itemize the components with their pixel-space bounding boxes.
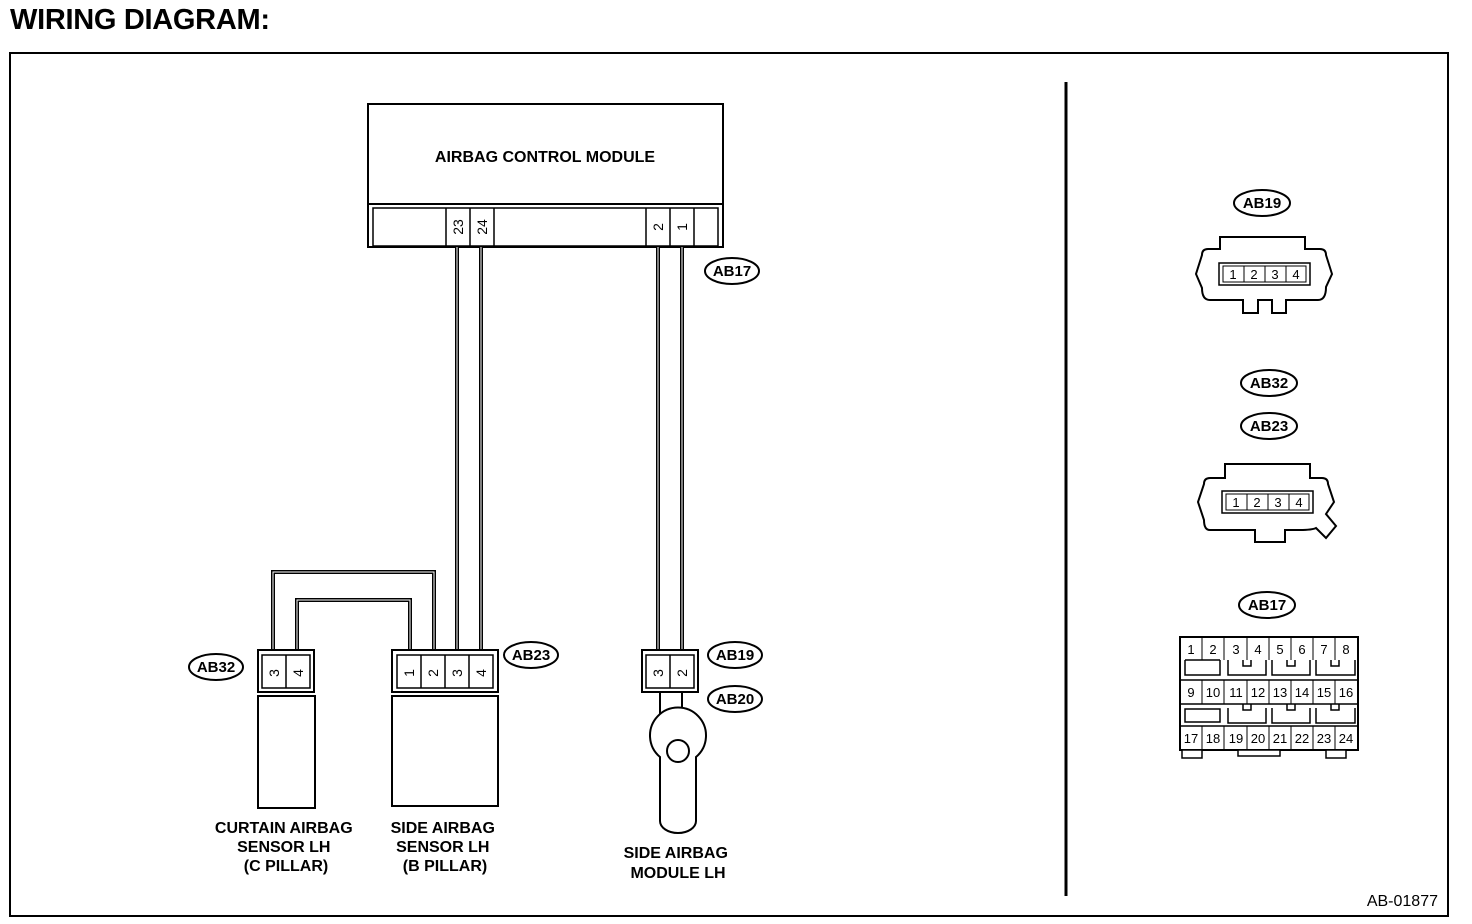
svg-text:AB23: AB23 — [512, 647, 550, 664]
svg-text:1: 1 — [1229, 267, 1236, 282]
svg-text:4: 4 — [1254, 642, 1261, 657]
svg-text:19: 19 — [1229, 731, 1243, 746]
side-sensor-pin-3: 3 — [449, 669, 465, 677]
svg-text:7: 7 — [1320, 642, 1327, 657]
module-pin-23: 23 — [450, 219, 466, 235]
svg-text:18: 18 — [1206, 731, 1220, 746]
svg-text:20: 20 — [1251, 731, 1265, 746]
curtain-pin-4: 4 — [290, 669, 306, 677]
tag-ab32: AB32 — [188, 653, 244, 681]
svg-text:3: 3 — [1271, 267, 1278, 282]
module-label: AIRBAG CONTROL MODULE — [435, 149, 655, 166]
svg-text:12: 12 — [1251, 685, 1265, 700]
wire-harness — [271, 247, 684, 652]
svg-text:11: 11 — [1229, 685, 1243, 700]
svg-text:2: 2 — [1253, 495, 1260, 510]
airbag-control-module: AIRBAG CONTROL MODULE 23 24 2 1 — [367, 103, 724, 248]
diagram-frame — [9, 52, 1449, 917]
tag-ab23: AB23 — [503, 641, 559, 669]
tag-ab17: AB17 — [704, 257, 760, 285]
svg-text:21: 21 — [1273, 731, 1287, 746]
ab17-latches — [1184, 659, 1356, 724]
svg-text:AB19: AB19 — [1243, 195, 1281, 212]
svg-text:3: 3 — [1232, 642, 1239, 657]
side-sensor-label: SIDE AIRBAG SENSOR LH (B PILLAR) — [391, 820, 500, 875]
svg-text:13: 13 — [1273, 685, 1287, 700]
module-pin-1: 1 — [674, 223, 690, 231]
svg-text:AB17: AB17 — [713, 263, 751, 280]
svg-text:1: 1 — [1187, 642, 1194, 657]
svg-text:17: 17 — [1184, 731, 1198, 746]
side-module-label: SIDE AIRBAG MODULE LH — [624, 845, 733, 882]
figure-id: AB-01877 — [1367, 893, 1438, 910]
svg-text:9: 9 — [1187, 685, 1194, 700]
wire-curtain4-side1 — [295, 598, 412, 652]
svg-text:AB23: AB23 — [1250, 418, 1288, 435]
svg-text:AB20: AB20 — [716, 691, 754, 708]
tag-ab20: AB20 — [707, 685, 763, 713]
svg-text:15: 15 — [1317, 685, 1331, 700]
legend-ab32-ab23: AB32 AB23 1 2 3 4 — [1196, 369, 1338, 543]
curtain-pin-3: 3 — [266, 669, 282, 677]
svg-text:AB32: AB32 — [1250, 375, 1288, 392]
wire-inner-lines — [272, 247, 683, 652]
svg-text:22: 22 — [1295, 731, 1309, 746]
svg-text:23: 23 — [1317, 731, 1331, 746]
svg-text:AB32: AB32 — [197, 659, 235, 676]
svg-text:24: 24 — [1339, 731, 1353, 746]
svg-text:10: 10 — [1206, 685, 1220, 700]
svg-text:8: 8 — [1342, 642, 1349, 657]
side-airbag-module: 3 2 — [641, 649, 707, 834]
side-sensor-pin-4: 4 — [473, 669, 489, 677]
curtain-airbag-sensor: 3 4 — [257, 649, 316, 809]
svg-text:1: 1 — [1232, 495, 1239, 510]
svg-text:4: 4 — [1295, 495, 1302, 510]
svg-text:4: 4 — [1292, 267, 1299, 282]
svg-text:2: 2 — [1209, 642, 1216, 657]
svg-text:16: 16 — [1339, 685, 1353, 700]
module-pin-cells — [445, 208, 695, 246]
svg-text:5: 5 — [1276, 642, 1283, 657]
side-airbag-sensor: 1 2 3 4 — [391, 649, 499, 807]
svg-text:3: 3 — [1274, 495, 1281, 510]
legend-ab17: AB17 — [1179, 591, 1359, 759]
ab17-grid-lines — [1201, 637, 1336, 750]
legend-ab19: AB19 1 2 3 4 — [1194, 189, 1334, 314]
svg-text:14: 14 — [1295, 685, 1309, 700]
airbag-module-pin-3: 3 — [650, 669, 666, 677]
svg-text:6: 6 — [1298, 642, 1305, 657]
module-pin-2: 2 — [650, 223, 666, 231]
module-pin-24: 24 — [474, 219, 490, 235]
page-title: WIRING DIAGRAM: — [10, 4, 270, 36]
curtain-sensor-label: CURTAIN AIRBAG SENSOR LH (C PILLAR) — [215, 820, 357, 875]
tag-ab19: AB19 — [707, 641, 763, 669]
side-sensor-pin-1: 1 — [401, 669, 417, 677]
side-sensor-pin-2: 2 — [425, 669, 441, 677]
svg-text:2: 2 — [1250, 267, 1257, 282]
svg-text:AB19: AB19 — [716, 647, 754, 664]
airbag-module-pin-2: 2 — [674, 669, 690, 677]
svg-text:AB17: AB17 — [1248, 597, 1286, 614]
